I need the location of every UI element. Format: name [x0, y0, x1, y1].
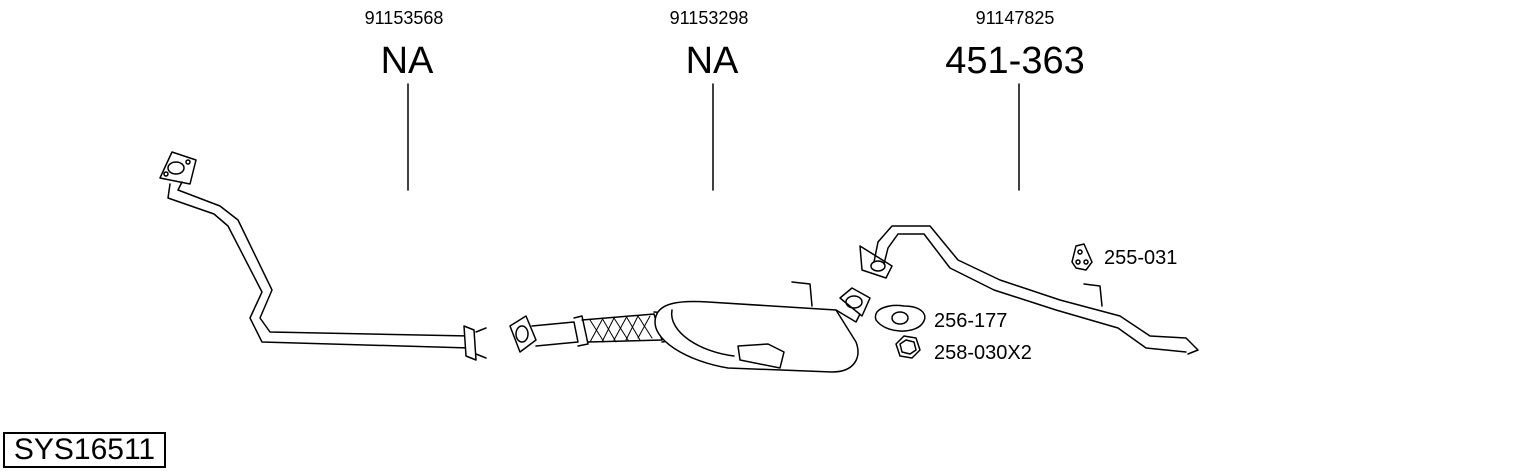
- middle-silencer-drawing: [509, 281, 871, 373]
- oem-number-middle-silencer: 91153298: [669, 8, 749, 28]
- oem-number-front-pipe: 91153568: [364, 8, 444, 28]
- tail-pipe-drawing: [859, 225, 1199, 355]
- hex-nut-icon: [895, 335, 921, 359]
- flange-gasket-icon: [874, 304, 926, 332]
- rubber-hanger-icon: [1071, 243, 1093, 271]
- part-number-middle-silencer: NA: [685, 40, 739, 82]
- part-number-rubber-hanger: 255-031: [1104, 247, 1178, 269]
- part-number-front-pipe: NA: [380, 40, 434, 82]
- part-number-gasket: 256-177: [934, 310, 1008, 332]
- oem-number-tail-pipe: 91147825: [975, 8, 1055, 28]
- front-pipe-drawing: [159, 151, 487, 361]
- system-code-box: SYS16511: [3, 432, 166, 468]
- part-number-tail-pipe: 451-363: [945, 40, 1085, 82]
- part-number-nut: 258-030X2: [934, 342, 1032, 364]
